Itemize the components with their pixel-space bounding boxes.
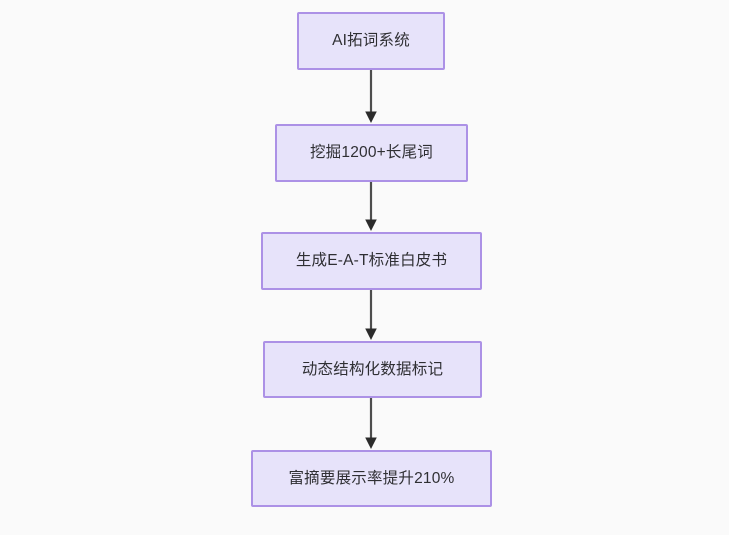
flow-node-label: 生成E-A-T标准白皮书 bbox=[295, 252, 448, 270]
flow-node-dynamic-structured-data-markup[interactable]: 动态结构化数据标记 bbox=[263, 341, 482, 398]
flow-node-label: 富摘要展示率提升210% bbox=[288, 469, 455, 487]
flow-node-rich-snippet-impression-lift[interactable]: 富摘要展示率提升210% bbox=[251, 450, 492, 507]
connector-n4-n5 bbox=[361, 398, 381, 450]
flow-node-mine-longtail-keywords[interactable]: 挖掘1200+长尾词 bbox=[275, 124, 468, 182]
flow-node-label: 动态结构化数据标记 bbox=[301, 360, 444, 378]
flow-node-generate-eat-whitepaper[interactable]: 生成E-A-T标准白皮书 bbox=[261, 232, 482, 290]
flow-node-label: 挖掘1200+长尾词 bbox=[309, 144, 434, 162]
connector-n2-n3 bbox=[361, 182, 381, 232]
flow-node-ai-keyword-system[interactable]: AI拓词系统 bbox=[297, 12, 445, 70]
connector-n1-n2 bbox=[361, 70, 381, 124]
flow-node-label: AI拓词系统 bbox=[332, 32, 410, 50]
connector-n3-n4 bbox=[361, 290, 381, 341]
